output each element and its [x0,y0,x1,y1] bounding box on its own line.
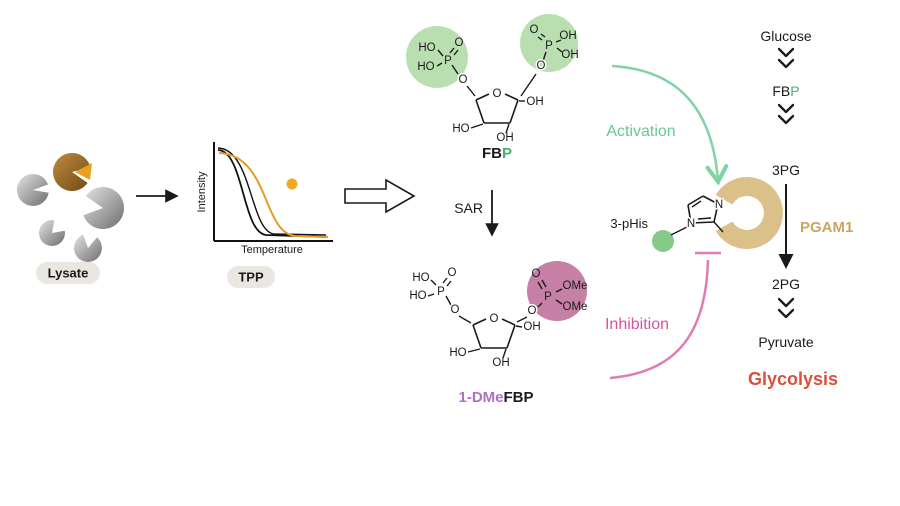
lysate-pill [36,262,100,284]
atom-label: O [451,304,460,316]
atom-label: OH [526,96,543,108]
dmefbp-atom-labels: HO HO P O O O P OMe OMe O O OH HO OH [409,267,587,369]
activation-group: Activation [606,64,718,180]
atom-label: O [490,313,499,325]
phis-label: 3-pHis [610,216,648,231]
atom-label: OH [561,49,578,61]
melting-curve-black-2 [217,147,327,236]
atom-label: O [532,268,541,280]
protein-blob-gray-1 [16,173,49,206]
activation-arrow [611,64,718,180]
atom-label: HO [412,272,429,284]
sar-step: SAR [454,190,499,237]
atom-label: P [544,291,552,303]
pathway-2pg: 2PG [772,276,800,292]
fbp-atom-labels: HO HO P O O O P OH OH O O OH HO OH [417,24,578,144]
fbp-bonds [436,33,563,134]
fbp-name: FBP [482,145,512,162]
fbp-structure: HO HO P O O O P OH OH O O OH HO OH FBP [406,14,579,162]
atom-label: OH [523,321,540,333]
dmefbp-name-suffix: FBP [504,389,534,406]
ligand-wedge-icon [75,163,92,180]
tpp-pill [227,266,275,288]
chevron-arrow [777,58,795,69]
atom-label: O [537,60,546,72]
atom-label: O [493,88,502,100]
atom-label: HO [409,290,426,302]
protein-blob-gray-3 [39,219,66,246]
fbp-name-prefix: FB [482,145,502,162]
atom-label: O [530,24,539,36]
transform-arrow [344,178,416,214]
pgam1-label: PGAM1 [800,219,853,236]
nitrogen-label: N [687,218,695,230]
pathway-fbp-p: P [790,83,799,99]
fbp-name-p: P [502,145,512,162]
atom-label: P [545,40,553,52]
tpp-ylabel: Intensity [196,171,208,212]
pathway-3pg: 3PG [772,162,800,178]
melting-curve-black-1 [217,149,327,238]
atom-label: P [444,55,452,67]
atom-label: O [528,305,537,317]
atom-label: OH [496,132,513,144]
dmefbp-name-prefix: 1-DMe [458,389,503,406]
inhibition-line [609,259,710,380]
chevron-arrow [777,47,795,58]
ligand-dot-icon [286,178,298,190]
glycolysis-pathway: Glucose FBP 3PG PGAM1 2PG Pyruvate Glyco… [748,28,853,389]
dmefbp-bonds [427,277,563,359]
dmefbp-name: 1-DMeFBP [458,389,533,406]
dmefbp-structure: HO HO P O O O P OMe OMe O O OH HO OH 1-D… [409,261,587,406]
protein-pocket-shape [715,176,783,249]
atom-label: OMe [563,280,588,292]
phospho-group-icon [652,230,674,252]
tpp-chart: Intensity Temperature TPP [196,142,333,288]
atom-label: OH [492,357,509,369]
protein-blob-gray-2 [83,187,125,230]
pathway-fbp: FBP [772,83,799,99]
protein-blob-gray-4 [73,234,102,262]
lysate-label: Lysate [48,266,89,281]
pathway-pyruvate: Pyruvate [758,334,813,350]
atom-label: HO [449,347,466,359]
phospho-bond [670,226,688,236]
atom-label: OMe [563,301,588,313]
imidazole-ring: N N [685,195,725,233]
atom-label: O [455,37,464,49]
atom-label: OH [559,30,576,42]
phosphate-highlight-left [406,26,468,88]
atom-label: HO [452,123,469,135]
phosphate-highlight-right [520,14,578,72]
nitrogen-label: N [715,199,723,211]
inhibition-label: Inhibition [605,316,669,333]
chevron-arrow [777,114,795,125]
atom-label: HO [417,61,434,73]
chevron-arrow [777,308,795,319]
chevron-arrow [777,297,795,308]
pathway-fbp-prefix: FB [772,83,790,99]
atom-label: HO [418,42,435,54]
tpp-xlabel: Temperature [241,244,303,256]
tpp-label: TPP [238,270,264,285]
melting-curve-orange [218,152,329,238]
atom-label: O [459,74,468,86]
chevron-arrow [777,103,795,114]
atom-label: O [448,267,457,279]
pathway-glucose: Glucose [760,28,812,44]
lysate-group: Lysate [16,152,179,284]
inhibition-group: Inhibition [605,251,721,380]
activation-label: Activation [606,123,675,140]
glycolysis-label: Glycolysis [748,369,838,389]
atom-label: P [437,286,445,298]
pgam1-protein: N N 3-pHis [610,176,783,252]
sar-label: SAR [454,200,483,216]
protein-blob-brown [53,152,91,191]
